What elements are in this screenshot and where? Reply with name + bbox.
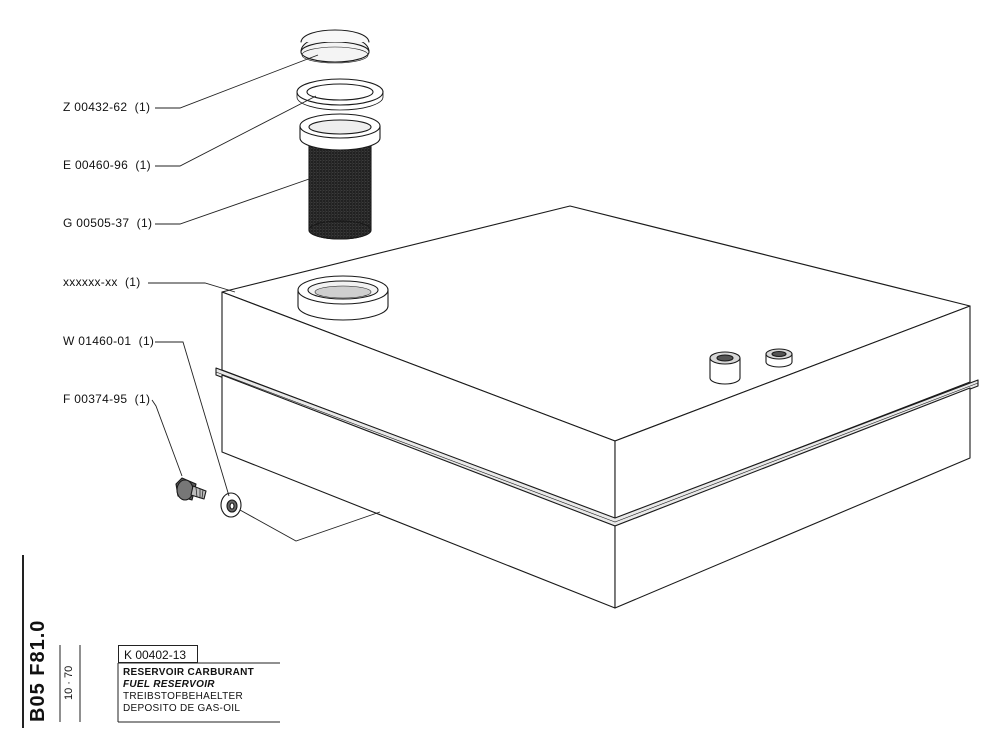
title-spanish: DEPOSITO DE GAS-OIL xyxy=(123,703,241,714)
leader-lines xyxy=(148,54,381,542)
drain-washer xyxy=(220,492,242,518)
sheet-date: 10 · 70 xyxy=(63,665,75,700)
part-qty: (1) xyxy=(134,392,151,406)
drain-axis-line xyxy=(239,509,381,542)
part-ref: Z 00432-62 xyxy=(63,100,128,114)
title-french: RESERVOIR CARBURANT xyxy=(123,667,255,678)
part-qty: (1) xyxy=(134,100,151,114)
title-german: TREIBSTOFBEHAELTER xyxy=(123,691,244,702)
part-ref: xxxxxx-xx xyxy=(63,275,118,289)
leader-strainer xyxy=(155,177,313,225)
filter-strainer xyxy=(299,113,381,240)
gasket-ring xyxy=(296,78,384,111)
title-english: FUEL RESERVOIR xyxy=(123,679,215,690)
part-ref: G 00505-37 xyxy=(63,216,130,230)
filler-neck xyxy=(297,275,389,321)
tank-fitting-large xyxy=(709,351,741,385)
sheet-code: B05 F81.0 xyxy=(27,619,49,722)
fuel-tank xyxy=(215,205,979,609)
filler-cap xyxy=(300,29,370,64)
leader-plug xyxy=(151,399,183,477)
part-qty: (1) xyxy=(138,334,155,348)
leader-tank xyxy=(148,282,236,293)
part-qty: (1) xyxy=(136,216,153,230)
leader-cap xyxy=(155,54,319,109)
part-ref: F 00374-95 xyxy=(63,392,128,406)
part-label-washer: W 01460-01 (1) xyxy=(63,334,154,348)
part-label-plug: F 00374-95 (1) xyxy=(63,392,150,406)
part-label-strainer: G 00505-37 (1) xyxy=(63,216,152,230)
leader-gasket xyxy=(155,95,317,167)
part-qty: (1) xyxy=(135,158,151,172)
part-label-tank: xxxxxx-xx (1) xyxy=(63,275,141,289)
part-qty: (1) xyxy=(124,275,141,289)
drain-plug xyxy=(175,477,207,501)
part-label-cap: Z 00432-62 (1) xyxy=(63,100,150,114)
title-block-frame xyxy=(22,555,280,728)
part-ref: E 00460-96 xyxy=(63,158,129,172)
part-ref: W 01460-01 xyxy=(63,334,132,348)
reference-number: K 00402-13 xyxy=(118,645,198,663)
part-label-gasket: E 00460-96 (1) xyxy=(63,158,151,172)
leader-washer xyxy=(155,341,230,497)
tank-fitting-small xyxy=(765,348,793,368)
